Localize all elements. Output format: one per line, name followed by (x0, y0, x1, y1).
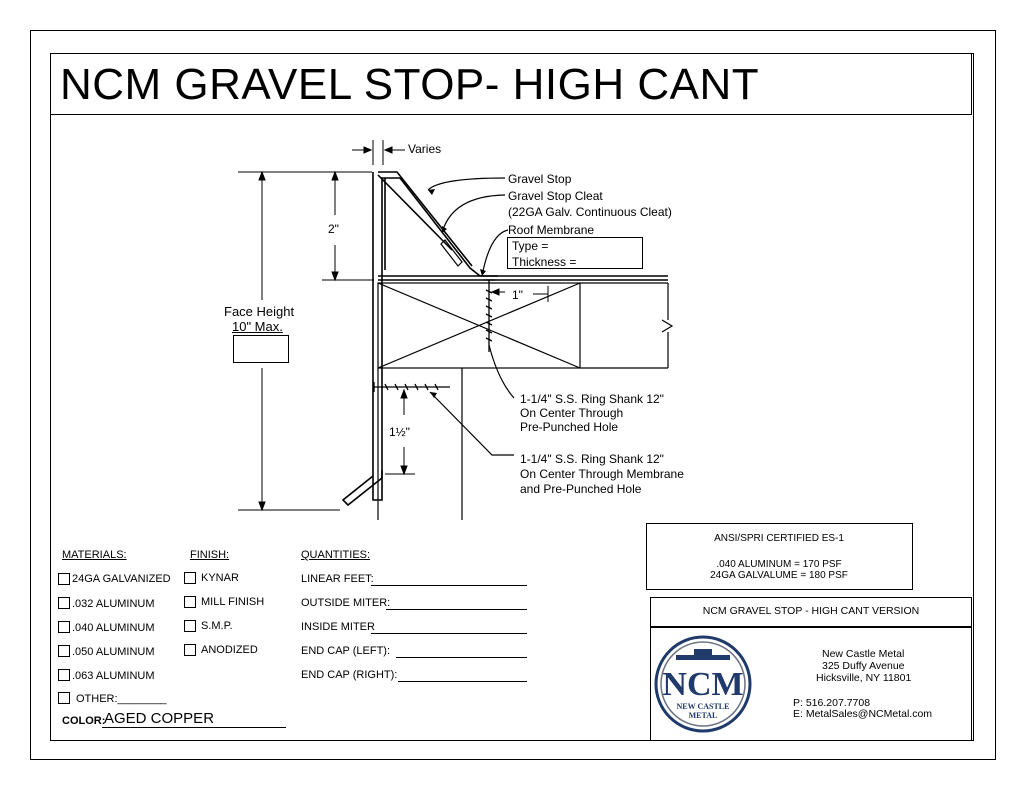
company-email[interactable]: E: MetalSales@NCMetal.com (793, 708, 933, 720)
face-height-input-box (233, 335, 289, 363)
color-value[interactable]: AGED COPPER (104, 710, 215, 727)
fastener1-line2: On Center Through (520, 406, 624, 420)
finish-label: S.M.P. (201, 620, 233, 632)
end-cap-right-field[interactable] (398, 681, 527, 682)
ncm-logo: NCM NEW CASTLE METAL (654, 635, 752, 733)
material-checkbox-032-aluminum[interactable] (58, 597, 70, 609)
inside-miter-field[interactable] (371, 633, 527, 634)
material-label: .050 ALUMINUM (72, 646, 155, 658)
material-label: .063 ALUMINUM (72, 670, 155, 682)
membrane-thickness-label: Thickness = (512, 255, 577, 269)
sheet-inner-border (50, 53, 974, 741)
finish-label: KYNAR (201, 572, 239, 584)
quantity-label: INSIDE MITER (301, 621, 375, 633)
quantities-heading: QUANTITIES: (301, 549, 371, 561)
membrane-type-label: Type = (512, 239, 549, 253)
end-cap-left-field[interactable] (396, 657, 527, 658)
certification-line-1: .040 ALUMINUM = 170 PSF (716, 559, 842, 570)
sheet-outer-border (30, 30, 996, 760)
material-other-field[interactable]: OTHER:________ (76, 693, 167, 705)
fastener1-line3: Pre-Punched Hole (520, 420, 619, 434)
varies-label: Varies (408, 142, 442, 156)
title-box (50, 53, 972, 115)
color-underline (102, 727, 286, 728)
company-address-2: Hicksville, NY 11801 (816, 672, 912, 684)
materials-heading: MATERIALS: (62, 549, 127, 561)
outside-miter-field[interactable] (386, 609, 527, 610)
fastener2-line1: 1-1/4" S.S. Ring Shank 12" (520, 452, 664, 466)
material-checkbox-050-aluminum[interactable] (58, 645, 70, 657)
fastener2-line3: and Pre-Punched Hole (520, 482, 642, 496)
finish-checkbox-smp[interactable] (184, 620, 196, 632)
company-phone[interactable]: P: 516.207.7708 (793, 697, 871, 709)
roof-membrane-label: Roof Membrane (508, 223, 595, 237)
logo-text-1: NEW CASTLE (677, 702, 730, 711)
quantity-label: END CAP (RIGHT): (301, 669, 398, 681)
face-height-label: Face Height (224, 304, 295, 319)
cleat-spec-label: (22GA Galv. Continuous Cleat) (508, 205, 672, 219)
material-checkbox-063-aluminum[interactable] (58, 669, 70, 681)
finish-label: ANODIZED (201, 644, 258, 656)
finish-checkbox-anodized[interactable] (184, 644, 196, 656)
material-checkbox-040-aluminum[interactable] (58, 621, 70, 633)
certification-line-2: 24GA GALVALUME = 180 PSF (710, 570, 848, 581)
membrane-spec-box (507, 237, 643, 269)
face-height-max-label: 10" Max. (232, 319, 283, 334)
finish-checkbox-mill-finish[interactable] (184, 596, 196, 608)
dimension-1in: 1" (512, 288, 523, 302)
material-checkbox-other[interactable] (58, 692, 70, 704)
logo-letters: NCM (662, 666, 743, 703)
finish-heading: FINISH: (190, 549, 230, 561)
company-name: New Castle Metal (822, 648, 905, 660)
material-checkbox-24ga-galvanized[interactable] (58, 573, 70, 585)
certification-box (646, 523, 913, 590)
gravel-stop-label: Gravel Stop (508, 172, 572, 186)
quantity-label: LINEAR FEET: (301, 573, 374, 585)
quantity-label: OUTSIDE MITER: (301, 597, 391, 609)
product-name-box (650, 597, 972, 627)
fastener1-line1: 1-1/4" S.S. Ring Shank 12" (520, 392, 664, 406)
product-name: NCM GRAVEL STOP - HIGH CANT VERSION (702, 605, 920, 617)
quantity-label: END CAP (LEFT): (301, 645, 391, 657)
material-label: .040 ALUMINUM (72, 622, 155, 634)
company-box (650, 627, 972, 741)
color-label: COLOR: (62, 715, 106, 727)
certification-title: ANSI/SPRI CERTIFIED ES-1 (714, 533, 844, 544)
logo-text-2: METAL (689, 711, 718, 720)
dimension-1-5in: 1½" (389, 425, 410, 439)
finish-checkbox-kynar[interactable] (184, 572, 196, 584)
material-label: 24GA GALVANIZED (72, 573, 171, 585)
finish-label: MILL FINISH (201, 596, 265, 608)
material-label: .032 ALUMINUM (72, 598, 155, 610)
fastener2-line2: On Center Through Membrane (520, 467, 684, 481)
linear-feet-field[interactable] (371, 585, 527, 586)
gravel-stop-cleat-label: Gravel Stop Cleat (508, 189, 603, 203)
company-address-1: 325 Duffy Avenue (822, 660, 905, 672)
page-title: NCM GRAVEL STOP- HIGH CANT (60, 60, 760, 109)
dimension-2in: 2" (328, 222, 339, 236)
